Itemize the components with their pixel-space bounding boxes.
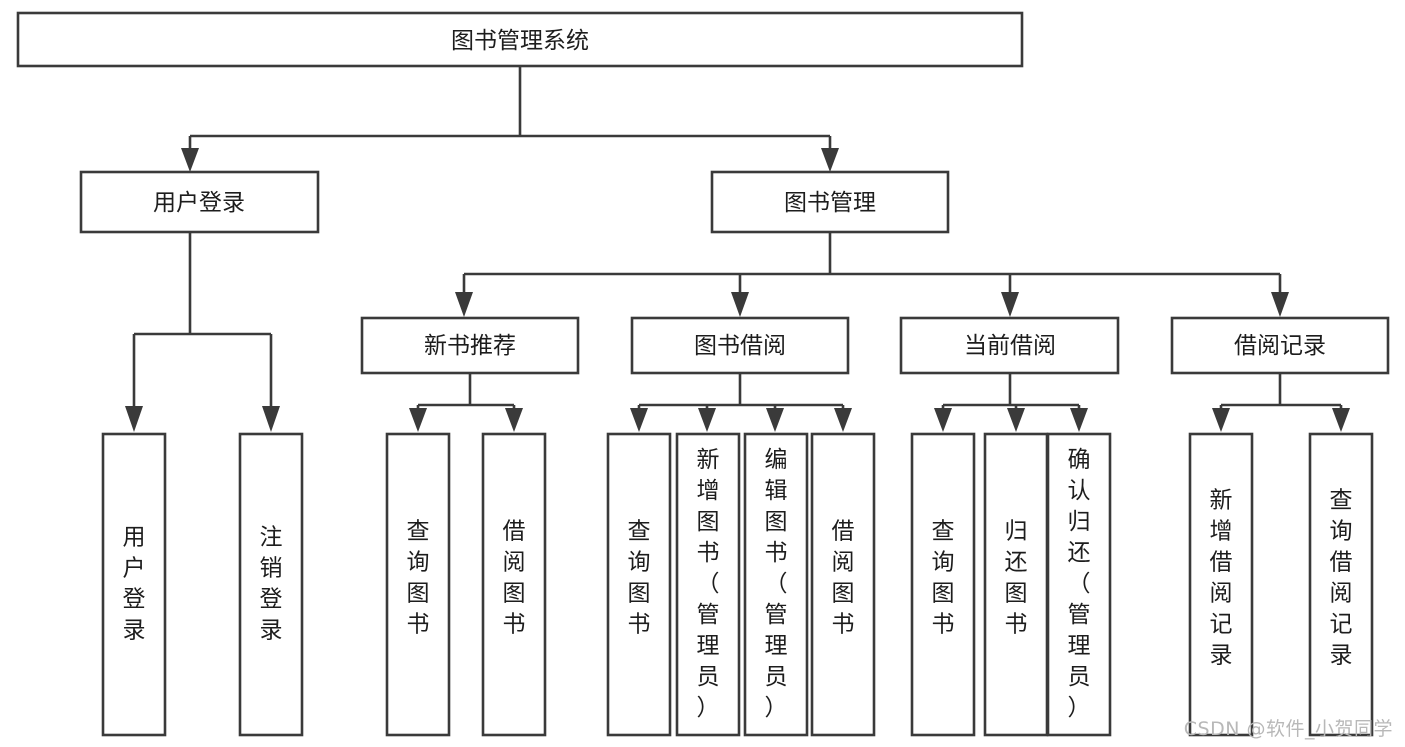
node-leaf-query-borrow-record-box[interactable] bbox=[1308, 432, 1374, 737]
node-new-book-recommend-box[interactable] bbox=[360, 316, 580, 375]
node-new-book-recommend[interactable]: 新书推荐 bbox=[360, 316, 580, 375]
node-leaf-add-book-admin-box[interactable] bbox=[675, 432, 741, 737]
arrowhead-leaf-borrow-book-2 bbox=[834, 408, 852, 432]
node-leaf-add-borrow-record-label: 新增借阅记录 bbox=[1210, 488, 1233, 669]
node-leaf-add-borrow-record-box[interactable] bbox=[1188, 432, 1254, 737]
node-user-login[interactable]: 用户登录 bbox=[79, 170, 320, 234]
node-leaf-query-book-2-label: 查询图书 bbox=[628, 519, 651, 638]
arrowhead-leaf-logout-login bbox=[262, 406, 280, 432]
node-leaf-return-book-box[interactable] bbox=[983, 432, 1049, 737]
arrowhead-borrow-record bbox=[1271, 292, 1289, 317]
node-leaf-borrow-book-2[interactable]: 借阅图书 bbox=[810, 432, 876, 737]
node-leaf-query-borrow-record-label: 查询借阅记录 bbox=[1330, 488, 1353, 669]
node-leaf-logout-login-label: 注销登录 bbox=[260, 525, 283, 644]
arrowhead-leaf-edit-book-admin bbox=[766, 408, 784, 432]
node-book-manage-label: 图书管理 bbox=[784, 190, 876, 216]
node-current-borrow-box[interactable] bbox=[899, 316, 1120, 375]
arrowhead-book-borrow bbox=[731, 292, 749, 317]
node-borrow-record-label: 借阅记录 bbox=[1234, 333, 1326, 359]
node-root-box[interactable] bbox=[16, 11, 1024, 68]
node-leaf-query-book-3-box[interactable] bbox=[910, 432, 976, 737]
node-leaf-edit-book-admin[interactable]: 编辑图书（管理员） bbox=[743, 432, 809, 737]
arrowhead-book-manage bbox=[821, 148, 839, 172]
node-borrow-record[interactable]: 借阅记录 bbox=[1170, 316, 1390, 375]
node-leaf-user-login[interactable]: 用户登录 bbox=[101, 432, 167, 737]
node-leaf-user-login-label: 用户登录 bbox=[123, 525, 146, 644]
node-book-manage-box[interactable] bbox=[710, 170, 950, 234]
node-leaf-query-book-2[interactable]: 查询图书 bbox=[606, 432, 672, 737]
arrowhead-new-book-recommend bbox=[455, 292, 473, 317]
node-leaf-return-book[interactable]: 归还图书 bbox=[983, 432, 1049, 737]
arrowhead-leaf-query-book-3 bbox=[934, 408, 952, 432]
node-user-login-label: 用户登录 bbox=[153, 190, 245, 216]
node-leaf-query-book-1[interactable]: 查询图书 bbox=[385, 432, 451, 737]
arrowhead-user-login bbox=[181, 148, 199, 172]
node-leaf-confirm-return-admin-label: 确认归还（管理员） bbox=[1068, 447, 1091, 721]
node-book-borrow-label: 图书借阅 bbox=[694, 333, 786, 359]
node-book-borrow[interactable]: 图书借阅 bbox=[630, 316, 850, 375]
node-leaf-query-book-3-label: 查询图书 bbox=[932, 519, 955, 638]
node-root[interactable]: 图书管理系统 bbox=[16, 11, 1024, 68]
node-leaf-borrow-book-1-label: 借阅图书 bbox=[503, 519, 526, 638]
node-leaf-query-book-1-label: 查询图书 bbox=[407, 519, 430, 638]
arrowhead-leaf-query-borrow-record bbox=[1332, 408, 1350, 432]
node-leaf-query-borrow-record[interactable]: 查询借阅记录 bbox=[1308, 432, 1374, 737]
node-leaf-logout-login-box[interactable] bbox=[238, 432, 304, 737]
node-leaf-edit-book-admin-box[interactable] bbox=[743, 432, 809, 737]
node-leaf-add-borrow-record[interactable]: 新增借阅记录 bbox=[1188, 432, 1254, 737]
arrowhead-current-borrow bbox=[1001, 292, 1019, 317]
arrowhead-leaf-add-borrow-record bbox=[1212, 408, 1230, 432]
node-leaf-borrow-book-2-label: 借阅图书 bbox=[832, 519, 855, 638]
node-leaf-query-book-2-box[interactable] bbox=[606, 432, 672, 737]
node-new-book-recommend-label: 新书推荐 bbox=[424, 333, 516, 359]
node-book-borrow-box[interactable] bbox=[630, 316, 850, 375]
node-root-label: 图书管理系统 bbox=[451, 28, 589, 54]
node-leaf-edit-book-admin-label: 编辑图书（管理员） bbox=[765, 447, 788, 721]
node-leaf-borrow-book-1[interactable]: 借阅图书 bbox=[481, 432, 547, 737]
node-leaf-confirm-return-admin-box[interactable] bbox=[1046, 432, 1112, 737]
node-leaf-query-book-1-box[interactable] bbox=[385, 432, 451, 737]
node-leaf-logout-login[interactable]: 注销登录 bbox=[238, 432, 304, 737]
node-leaf-add-book-admin-label: 新增图书（管理员） bbox=[697, 447, 720, 721]
arrowhead-leaf-add-book-admin bbox=[698, 408, 716, 432]
node-current-borrow[interactable]: 当前借阅 bbox=[899, 316, 1120, 375]
connector-lines bbox=[125, 66, 1350, 432]
node-leaf-borrow-book-1-box[interactable] bbox=[481, 432, 547, 737]
node-leaf-add-book-admin[interactable]: 新增图书（管理员） bbox=[675, 432, 741, 737]
node-leaf-confirm-return-admin[interactable]: 确认归还（管理员） bbox=[1046, 432, 1112, 737]
node-user-login-box[interactable] bbox=[79, 170, 320, 234]
node-leaf-return-book-label: 归还图书 bbox=[1005, 519, 1028, 638]
arrowhead-leaf-borrow-book-1 bbox=[505, 408, 523, 432]
csdn-watermark: CSDN @软件_小贺同学 bbox=[1183, 718, 1393, 740]
node-leaf-query-book-3[interactable]: 查询图书 bbox=[910, 432, 976, 737]
node-book-manage[interactable]: 图书管理 bbox=[710, 170, 950, 234]
node-current-borrow-label: 当前借阅 bbox=[964, 333, 1056, 359]
node-leaf-user-login-box[interactable] bbox=[101, 432, 167, 737]
arrowhead-leaf-query-book-2 bbox=[630, 408, 648, 432]
arrowhead-leaf-confirm-return-admin bbox=[1070, 408, 1088, 432]
node-borrow-record-box[interactable] bbox=[1170, 316, 1390, 375]
arrowhead-leaf-user-login bbox=[125, 406, 143, 432]
node-leaf-borrow-book-2-box[interactable] bbox=[810, 432, 876, 737]
arrowhead-leaf-query-book-1 bbox=[409, 408, 427, 432]
arrowhead-leaf-return-book bbox=[1007, 408, 1025, 432]
